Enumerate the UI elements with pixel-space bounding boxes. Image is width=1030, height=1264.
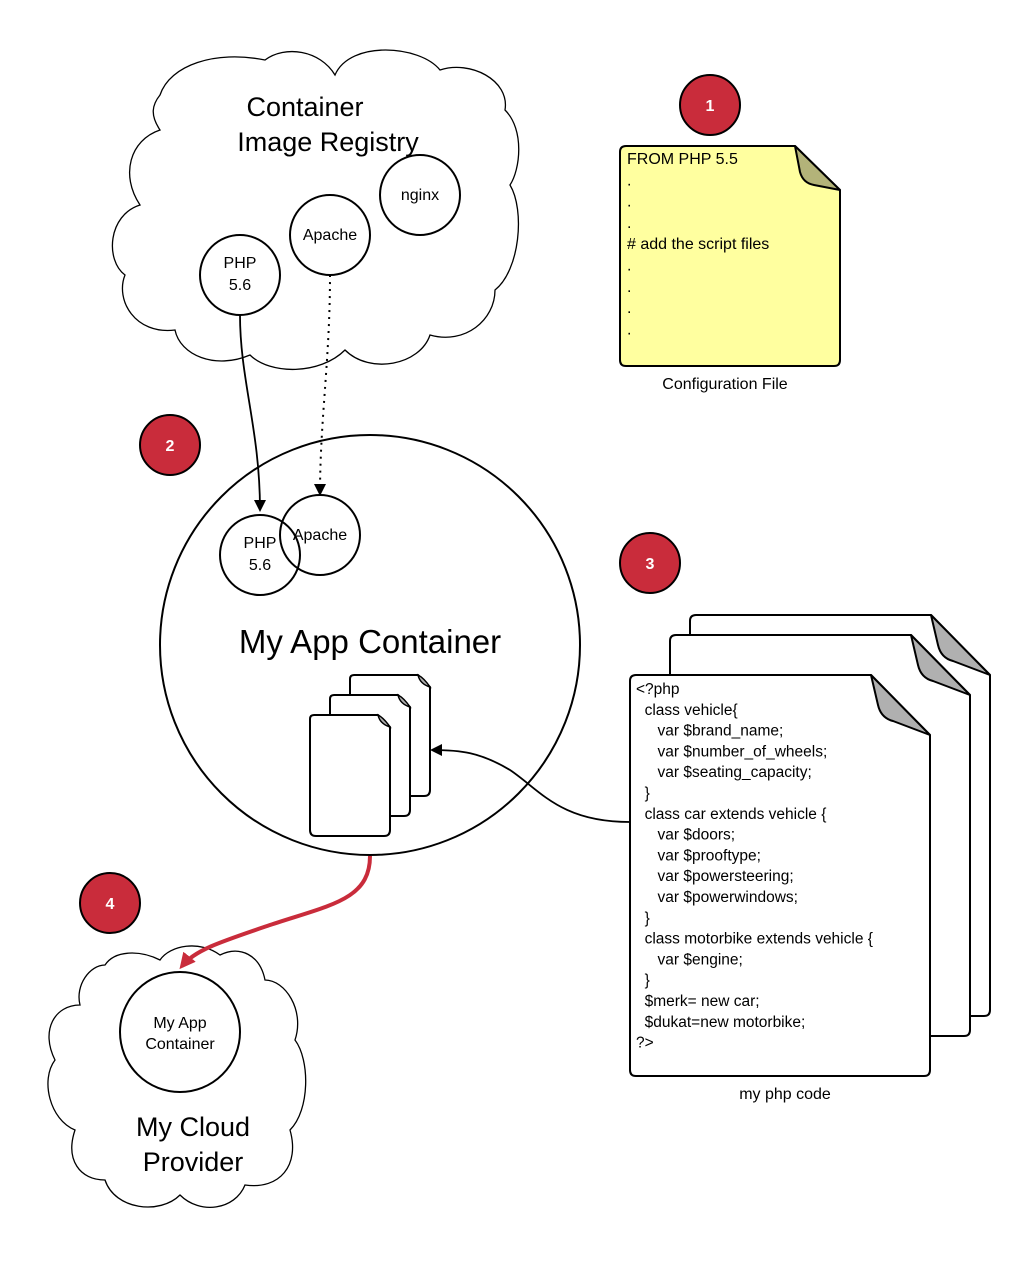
code-to-container-arrow [430,744,631,823]
php-pull-arrow [239,314,266,512]
php-code-caption: my php code [739,1086,831,1103]
php-code-line: ?> [636,1035,654,1052]
config-file-line: . [627,300,631,317]
config-file-line: FROM PHP 5.5 [627,151,738,168]
php-code-line: var $powersteering; [636,868,794,885]
registry-cloud [111,49,520,371]
step-badge-2-number: 2 [166,438,175,455]
php-code-line: var $powerwindows; [636,889,798,906]
config-file-note[interactable] [619,145,841,367]
step-badge-2: 2 [139,414,201,476]
php-code-line: var $number_of_wheels; [636,743,827,760]
cloud-provider-cloud [47,945,307,1208]
step-badge-4-number: 4 [106,896,115,913]
php-code-lines: <?php class vehicle{ var $brand_name; va… [636,681,873,1052]
cloud-provider-title-line2: Provider [143,1147,244,1177]
deploy-arrow [179,855,372,970]
registry-image-php-label2: 5.6 [229,277,251,294]
registry-title-line1: Container [246,92,363,122]
app-container-title: My App Container [239,623,501,660]
php-code-line: var $engine; [636,951,743,968]
cloud-provider-title-line1: My Cloud [136,1112,250,1142]
php-code-line: class vehicle{ [636,702,738,719]
php-page-front [629,674,931,1077]
php-code-line: $dukat=new motorbike; [636,1014,805,1031]
config-file-line: . [627,279,631,296]
config-file-line: . [627,215,631,232]
registry-image-apache-label: Apache [303,227,357,244]
php-code-line: <?php [636,681,680,698]
config-file-line: . [627,172,631,189]
registry-image-apache[interactable]: Apache [289,194,371,276]
config-file-caption: Configuration File [662,376,788,393]
php-code-line: class car extends vehicle { [636,806,826,823]
apache-pull-arrow [314,274,331,496]
cloud-app-container-label2: Container [145,1036,215,1053]
php-code-line: } [636,785,650,802]
config-file-line: . [627,258,631,275]
registry-image-nginx-label: nginx [401,187,439,204]
note-fold-icon [794,145,841,191]
config-file-line: . [627,194,631,211]
app-container-circle[interactable] [159,434,581,856]
config-file-line: # add the script files [627,236,769,253]
app-layer-apache[interactable]: Apache [279,494,361,576]
config-file-lines: FROM PHP 5.5... # add the script files...… [627,151,769,338]
app-layer-php[interactable]: PHP 5.6 [219,514,301,596]
app-layer-apache-label: Apache [293,527,347,544]
php-code-line: } [636,910,650,927]
php-code-line: var $seating_capacity; [636,764,812,781]
app-layer-php-label1: PHP [244,535,277,552]
registry-image-nginx[interactable]: nginx [379,154,461,236]
cloud-app-container[interactable]: My App Container [119,971,241,1093]
registry-image-php-label1: PHP [224,255,257,272]
app-files-icon [309,673,432,837]
app-layer-php-label2: 5.6 [249,557,271,574]
registry-title-line2: Image Registry [237,127,419,157]
registry-image-php[interactable]: PHP 5.6 [199,234,281,316]
step-badge-1: 1 [679,74,741,136]
php-code-line: var $prooftype; [636,847,761,864]
step-badge-3: 3 [619,532,681,594]
php-code-line: var $doors; [636,827,735,844]
cloud-app-container-label1: My App [153,1015,206,1032]
step-badge-3-number: 3 [646,556,655,573]
step-badge-4: 4 [79,872,141,934]
php-code-line: class motorbike extends vehicle { [636,931,873,948]
php-code-line: $merk= new car; [636,993,760,1010]
php-code-line: var $brand_name; [636,723,783,740]
config-file-line: . [627,321,631,338]
step-badge-1-number: 1 [706,98,715,115]
php-code-line: } [636,972,650,989]
php-code-pages[interactable] [629,614,991,1077]
